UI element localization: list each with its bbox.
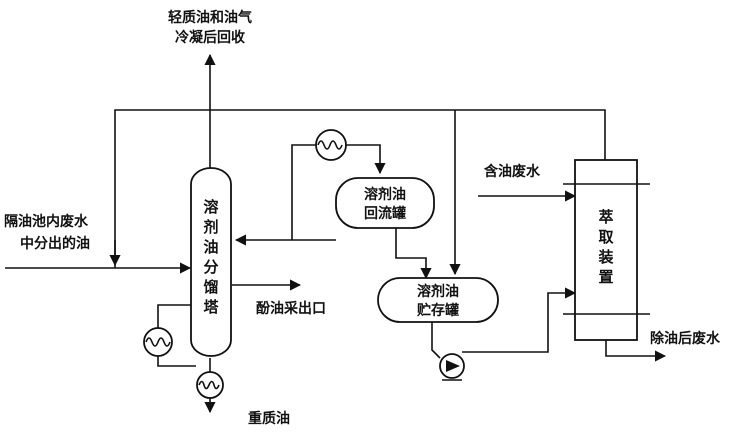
reflux-tank: 溶剂油 回流罐 [335,177,435,229]
column-label-0: 溶 [203,198,218,216]
oily-wastewater-label: 含油废水 [484,163,541,180]
tank-transfer-line [395,228,432,280]
fractionation-column: 溶 剂 油 分 馏 塔 [190,167,232,357]
column-label-1: 剂 [203,218,218,236]
extractor-label-0: 萃 [598,208,613,226]
pump-to-extractor-line [462,287,577,353]
column-label-3: 分 [203,258,218,276]
deoiled-wastewater-label: 除油后废水 [650,330,721,347]
phenol-outlet-label: 酚油采出口 [256,300,326,317]
column-label-2: 油 [203,238,218,256]
heavy-oil-label: 重质油 [248,410,290,427]
extractor-label-2: 装 [597,248,614,266]
overhead-label-2: 冷凝后回收 [175,29,246,46]
reflux-line-a [291,144,316,240]
heat-exchanger-icon [196,371,224,399]
heat-exchanger-icon [315,129,347,161]
storage-tank-label-2: 贮存罐 [416,302,459,319]
top-header-line [114,109,606,268]
deoiled-wastewater-line [605,340,667,362]
pump-icon [439,353,465,381]
storage-tank-label-1: 溶剂油 [417,283,459,300]
storage-tank: 溶剂油 贮存罐 [377,277,499,323]
reflux-line-b [346,144,386,175]
flow-lines [5,53,667,414]
overhead-label-1: 轻质油和油气 [168,9,252,26]
storage-to-pump-line [431,320,441,359]
reboiler-line-a [157,304,192,328]
extractor-label-3: 置 [598,268,613,286]
reflux-tank-label-1: 溶剂油 [364,186,406,203]
column-label-4: 馏 [202,278,218,296]
reboiler-line-b [157,356,196,367]
extraction-unit: 萃 取 装 置 [563,159,650,341]
feed-label-2: 中分出的油 [20,235,90,252]
heat-exchanger-icon [143,327,173,357]
feed-label-1: 隔油池内废水 [4,213,89,230]
reflux-tank-label-2: 回流罐 [364,205,406,222]
column-label-5: 塔 [203,298,219,316]
extractor-label-1: 取 [598,228,614,246]
